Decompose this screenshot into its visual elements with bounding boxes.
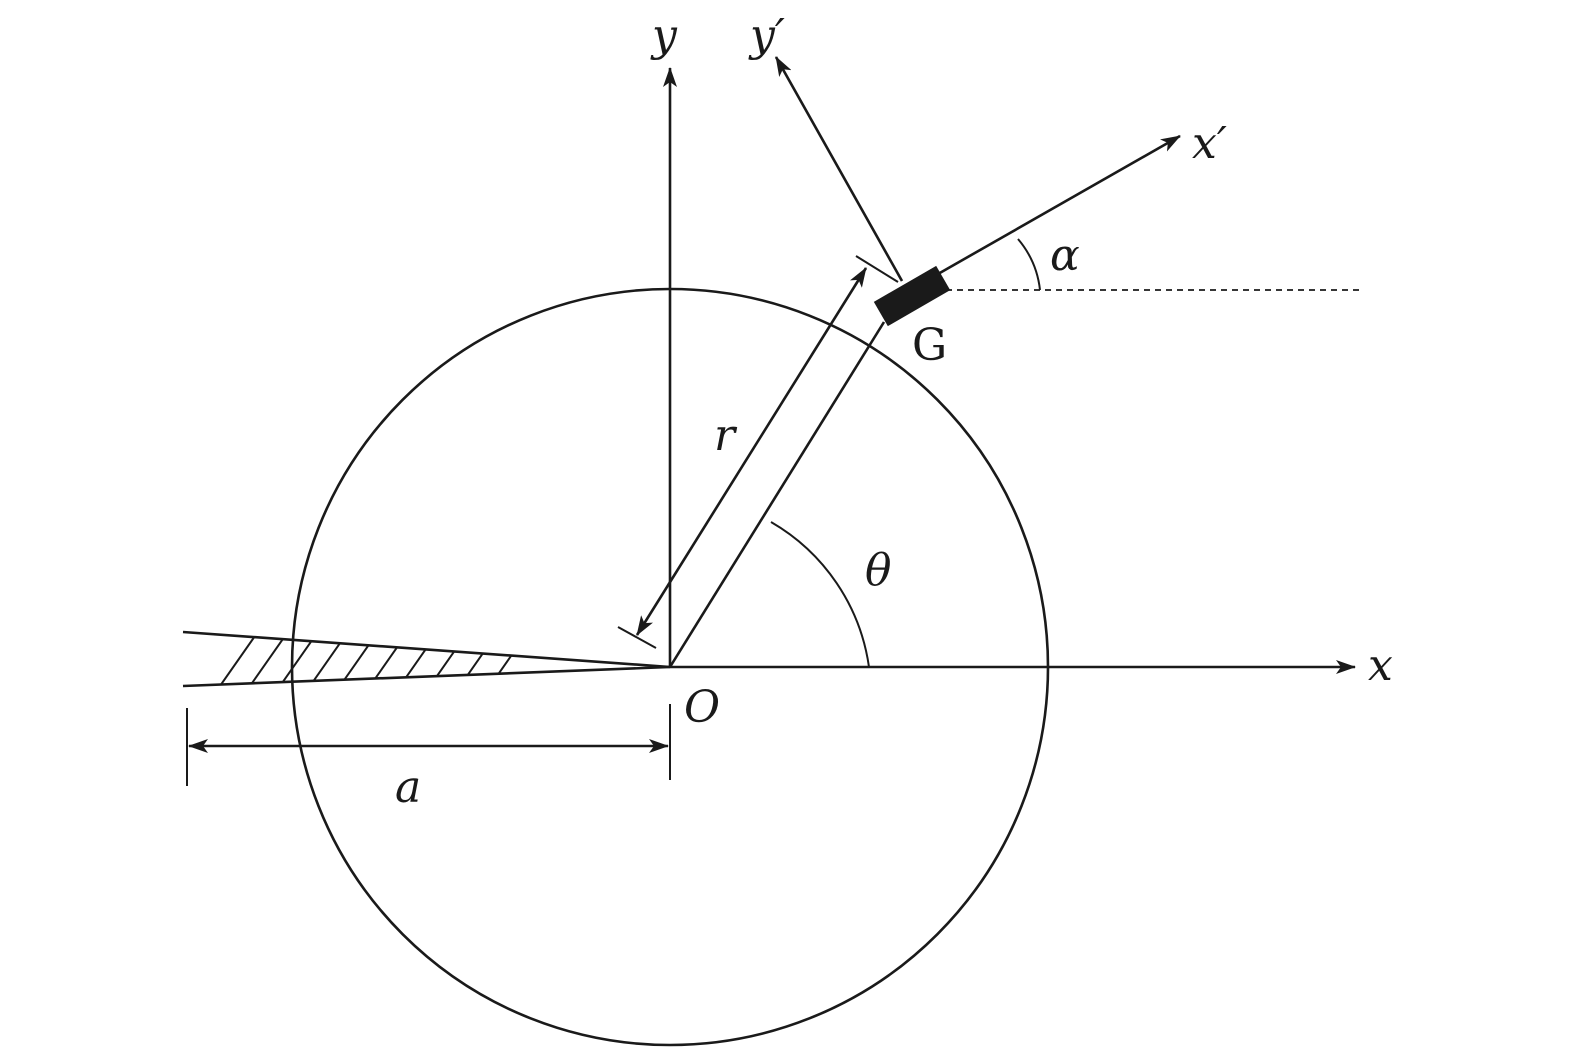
strain-gauge <box>873 265 951 327</box>
theta-angle-arc <box>770 521 870 668</box>
label-origin: O <box>684 682 720 733</box>
y-prime-axis <box>774 56 904 282</box>
label-y-prime: y′ <box>748 10 785 61</box>
label-gauge: G <box>912 320 947 371</box>
label-x: x <box>1368 640 1393 691</box>
label-crack-length: a <box>395 762 421 813</box>
crack-wedge <box>182 630 671 688</box>
label-radius: r <box>714 410 738 461</box>
x-prime-axis <box>937 134 1181 276</box>
label-alpha: α <box>1050 230 1080 281</box>
label-theta: θ <box>865 545 892 596</box>
crack-length-dimension <box>186 704 671 786</box>
label-y: y <box>650 10 678 61</box>
radius-dimension <box>617 255 899 649</box>
radial-line <box>668 321 886 668</box>
alpha-angle-arc <box>1017 238 1041 291</box>
label-x-prime: x′ <box>1192 118 1227 169</box>
